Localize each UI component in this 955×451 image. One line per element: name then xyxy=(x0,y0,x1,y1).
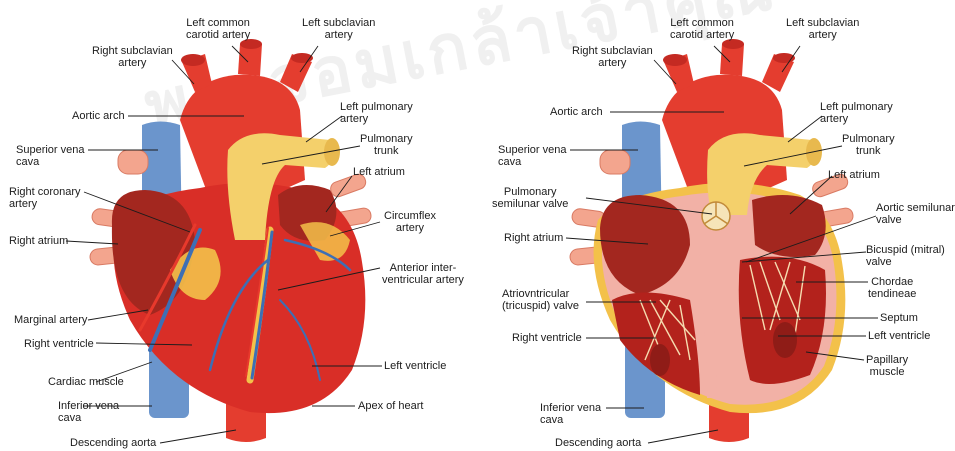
label-right-superior-vena-cava: Superior vena cava xyxy=(498,144,567,168)
label-left-pulmonary-artery: Left pulmonary artery xyxy=(340,101,413,125)
label-aortic-arch: Aortic arch xyxy=(72,110,125,122)
label-left-atrium: Left atrium xyxy=(353,166,405,178)
label-right-aortic-arch: Aortic arch xyxy=(550,106,603,118)
label-right-left-ventricle: Left ventricle xyxy=(868,330,930,342)
label-inferior-vena-cava: Inferior vena cava xyxy=(58,400,119,424)
label-aortic-semilunar-valve: Aortic semilunar valve xyxy=(876,202,955,226)
label-pulmonary-trunk: Pulmonary trunk xyxy=(360,133,413,157)
label-left-subclavian-artery: Left subclavian artery xyxy=(302,17,375,41)
label-marginal-artery: Marginal artery xyxy=(14,314,87,326)
label-right-coronary-artery: Right coronary artery xyxy=(9,186,81,210)
label-circumflex-artery: Circumflex artery xyxy=(384,210,436,234)
label-septum: Septum xyxy=(880,312,918,324)
label-right-right-atrium: Right atrium xyxy=(504,232,563,244)
label-right-left-pulmonary-artery: Left pulmonary artery xyxy=(820,101,893,125)
label-descending-aorta: Descending aorta xyxy=(70,437,156,449)
label-right-left-subclavian-artery: Left subclavian artery xyxy=(786,17,859,41)
label-bicuspid-mitral-valve: Bicuspid (mitral) valve xyxy=(866,244,945,268)
label-right-right-subclavian-artery: Right subclavian artery xyxy=(572,45,653,69)
left-heart-exterior xyxy=(89,39,372,442)
label-right-inferior-vena-cava: Inferior vena cava xyxy=(540,402,601,426)
label-left-common-carotid-artery: Left common carotid artery xyxy=(186,17,250,41)
label-right-left-common-carotid-artery: Left common carotid artery xyxy=(670,17,734,41)
label-superior-vena-cava: Superior vena cava xyxy=(16,144,85,168)
label-anterior-interventricular-artery: Anterior inter- ventricular artery xyxy=(382,262,464,286)
label-right-subclavian-artery: Right subclavian artery xyxy=(92,45,173,69)
label-right-right-ventricle: Right ventricle xyxy=(512,332,582,344)
right-heart-section xyxy=(569,39,854,442)
label-chordae-tendineae: Chordae tendineae xyxy=(868,276,916,300)
label-right-atrium: Right atrium xyxy=(9,235,68,247)
label-pulmonary-semilunar-valve: Pulmonary semilunar valve xyxy=(492,186,568,210)
label-right-descending-aorta: Descending aorta xyxy=(555,437,641,449)
label-right-pulmonary-trunk: Pulmonary trunk xyxy=(842,133,895,157)
label-atrioventricular-tricuspid-valve: Atriovntricular (tricuspid) valve xyxy=(502,288,579,312)
label-right-left-atrium: Left atrium xyxy=(828,169,880,181)
label-left-ventricle: Left ventricle xyxy=(384,360,446,372)
label-cardiac-muscle: Cardiac muscle xyxy=(48,376,124,388)
label-papillary-muscle: Papillary muscle xyxy=(866,354,908,378)
label-right-ventricle: Right ventricle xyxy=(24,338,94,350)
label-apex-of-heart: Apex of heart xyxy=(358,400,423,412)
